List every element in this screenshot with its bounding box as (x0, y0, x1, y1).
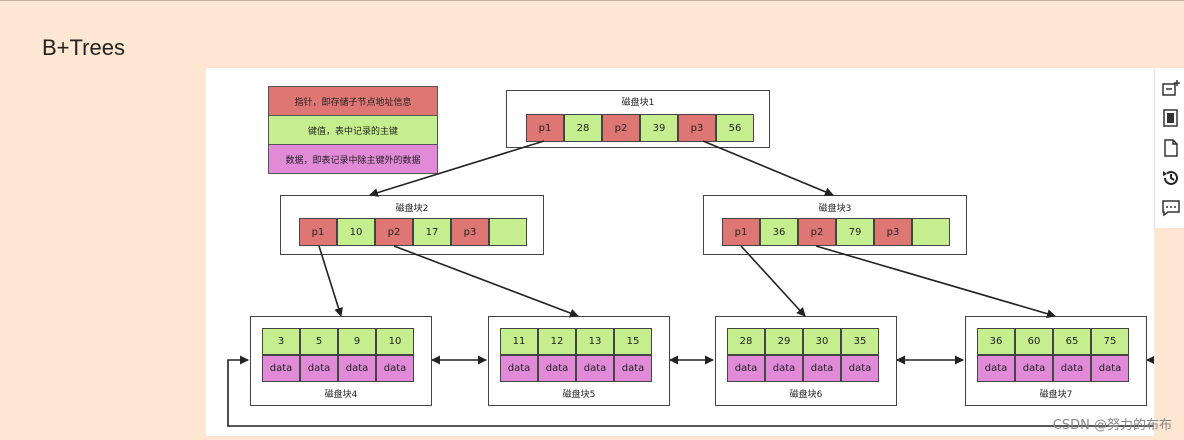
pointer-cell: p1 (722, 218, 760, 246)
document-icon[interactable] (1161, 138, 1181, 158)
data-cell: data (262, 355, 300, 382)
legend-data: 数据，即表记录中除主键外的数据 (268, 144, 438, 174)
diagram-canvas: 指针，即存储子节点地址信息 键值，表中记录的主键 数据，即表记录中除主键外的数据… (206, 68, 1154, 436)
data-cell: data (841, 355, 879, 382)
arrow-block3-to-block6 (740, 245, 806, 317)
comment-icon[interactable] (1161, 198, 1181, 218)
disk-block-3: 磁盘块3 p1 36 p2 79 p3 (703, 195, 967, 255)
key-cell: 56 (716, 114, 754, 142)
key-cell: 3 (262, 328, 300, 355)
key-cell: 75 (1091, 328, 1129, 355)
legend-pointer-label: 指针，即存储子节点地址信息 (294, 97, 412, 108)
key-cell: 28 (564, 114, 602, 142)
disk-block-4: 3 5 9 10 data data data data 磁盘块4 (250, 316, 432, 406)
pointer-cell: p1 (526, 114, 564, 142)
arrow-root-to-block3 (702, 140, 834, 197)
page-title: B+Trees (42, 35, 125, 60)
side-toolbar (1154, 68, 1184, 228)
data-cell: data (1091, 355, 1129, 382)
legend-key: 键值，表中记录的主键 (268, 115, 438, 145)
key-cell: 28 (727, 328, 765, 355)
block-title: 磁盘块3 (818, 204, 852, 214)
data-cell: data (500, 355, 538, 382)
arrow-block2-to-block4 (318, 245, 343, 317)
data-cell: data (727, 355, 765, 382)
key-cell: 9 (338, 328, 376, 355)
key-cell: 36 (977, 328, 1015, 355)
disk-block-7: 36 60 65 75 data data data data 磁盘块7 (965, 316, 1147, 406)
disk-block-5: 11 12 13 15 data data data data 磁盘块5 (488, 316, 670, 406)
data-cell: data (338, 355, 376, 382)
add-node-icon[interactable] (1161, 78, 1181, 98)
data-cell: data (300, 355, 338, 382)
data-cell: data (614, 355, 652, 382)
pointer-cell: p3 (678, 114, 716, 142)
key-cell (489, 218, 527, 246)
key-cell: 5 (300, 328, 338, 355)
arrow-block2-to-block5 (393, 245, 579, 318)
pointer-cell: p3 (451, 218, 489, 246)
data-cell: data (538, 355, 576, 382)
key-cell: 36 (760, 218, 798, 246)
block-title: 磁盘块7 (1039, 390, 1073, 400)
key-cell: 17 (413, 218, 451, 246)
pointer-cell: p2 (375, 218, 413, 246)
key-cell: 79 (836, 218, 874, 246)
key-cell (912, 218, 950, 246)
data-cell: data (1015, 355, 1053, 382)
copy-icon[interactable] (1161, 108, 1181, 128)
key-cell: 60 (1015, 328, 1053, 355)
top-border (0, 0, 1184, 1)
key-cell: 10 (376, 328, 414, 355)
key-cell: 10 (337, 218, 375, 246)
legend-data-label: 数据，即表记录中除主键外的数据 (285, 155, 421, 166)
key-cell: 15 (614, 328, 652, 355)
history-icon[interactable] (1161, 168, 1181, 188)
block-title: 磁盘块1 (621, 98, 655, 108)
disk-block-1: 磁盘块1 p1 28 p2 39 p3 56 (506, 90, 770, 148)
pointer-cell: p1 (299, 218, 337, 246)
key-cell: 13 (576, 328, 614, 355)
disk-block-2: 磁盘块2 p1 10 p2 17 p3 (280, 195, 544, 255)
legend-key-label: 键值，表中记录的主键 (307, 126, 398, 137)
watermark: CSDN @努力的布布 (1052, 418, 1172, 433)
key-cell: 12 (538, 328, 576, 355)
block-title: 磁盘块5 (562, 390, 596, 400)
key-cell: 29 (765, 328, 803, 355)
key-cell: 30 (803, 328, 841, 355)
key-cell: 39 (640, 114, 678, 142)
block-title: 磁盘块4 (324, 390, 358, 400)
arrow-block3-to-block7 (815, 245, 1056, 319)
data-cell: data (576, 355, 614, 382)
disk-block-6: 28 29 30 35 data data data data 磁盘块6 (715, 316, 897, 406)
pointer-cell: p3 (874, 218, 912, 246)
data-cell: data (1053, 355, 1091, 382)
data-cell: data (765, 355, 803, 382)
data-cell: data (803, 355, 841, 382)
pointer-cell: p2 (798, 218, 836, 246)
block-title: 磁盘块2 (395, 204, 429, 214)
data-cell: data (977, 355, 1015, 382)
key-cell: 11 (500, 328, 538, 355)
legend-pointer: 指针，即存储子节点地址信息 (268, 86, 438, 116)
block-title: 磁盘块6 (789, 390, 823, 400)
key-cell: 35 (841, 328, 879, 355)
key-cell: 65 (1053, 328, 1091, 355)
data-cell: data (376, 355, 414, 382)
pointer-cell: p2 (602, 114, 640, 142)
